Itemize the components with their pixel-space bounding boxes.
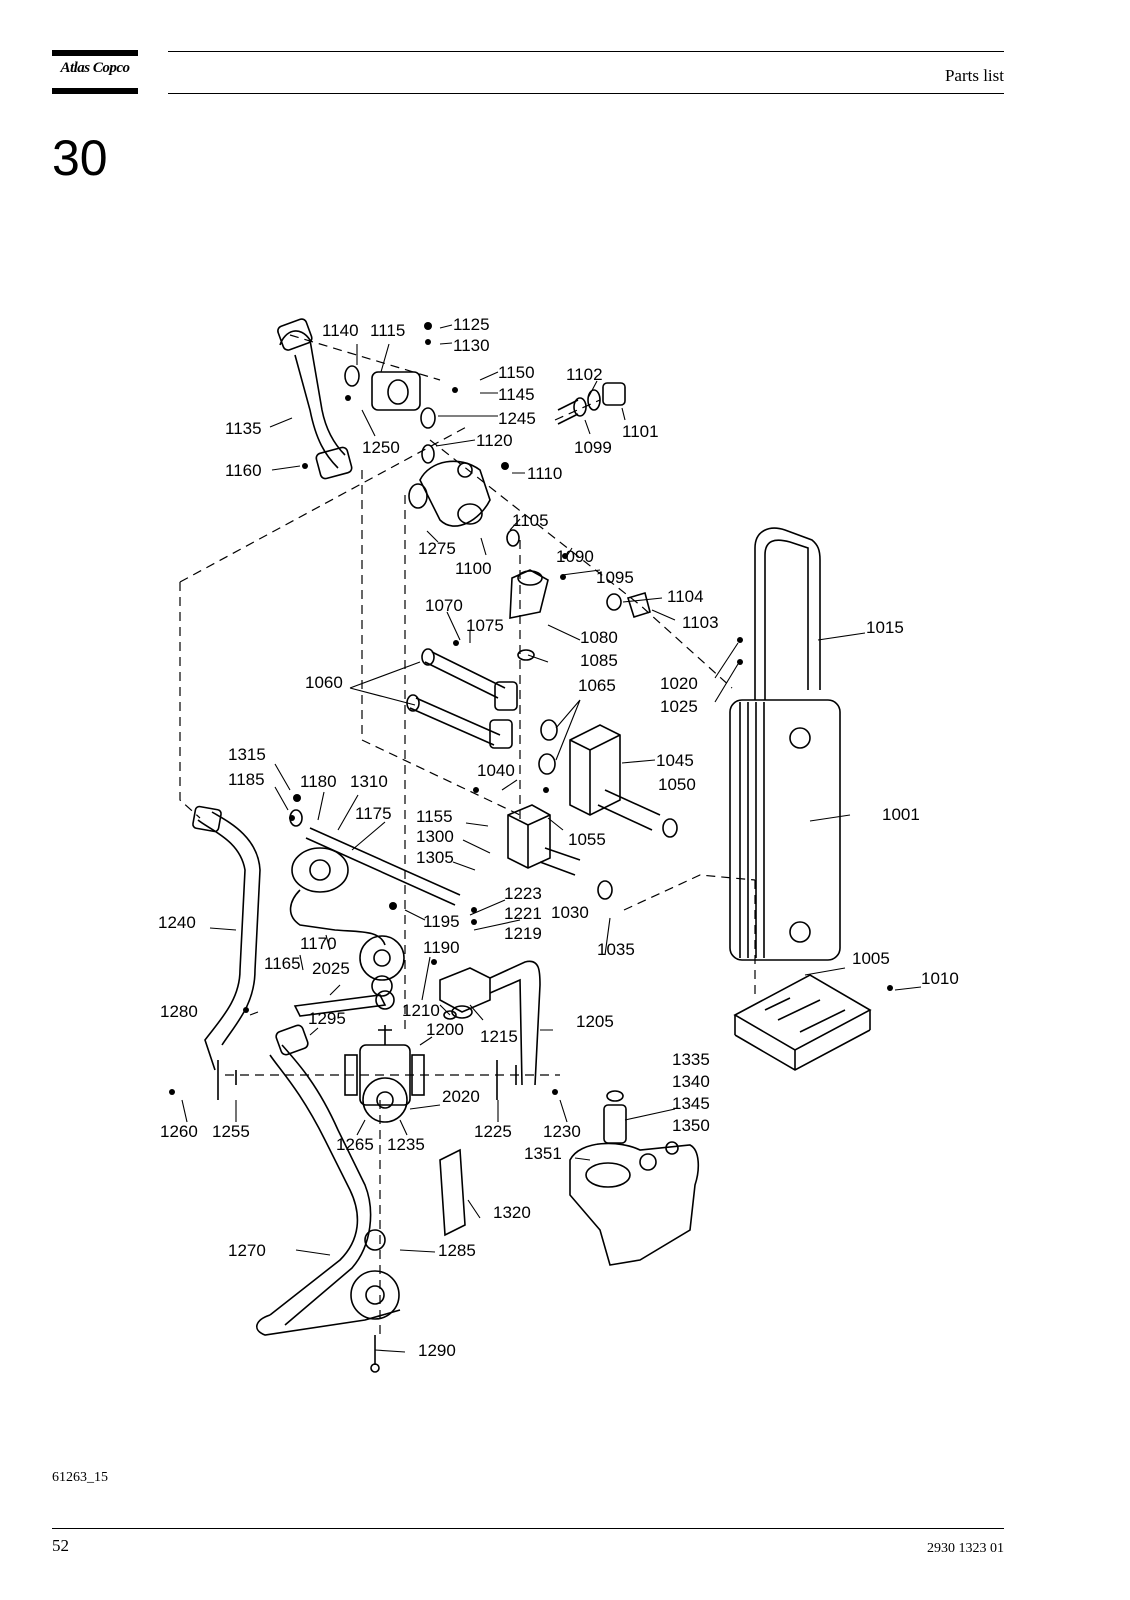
callout-label: 1245 (498, 409, 536, 428)
callout-label: 1270 (228, 1241, 266, 1260)
callout-label: 1110 (527, 464, 562, 483)
page-title: Parts list (944, 66, 1004, 85)
callout-label: 1185 (228, 770, 265, 789)
assembly-dash-lines (179, 334, 756, 1340)
callout-label: 1103 (682, 613, 719, 632)
callout-label: 1205 (576, 1012, 614, 1031)
callout-label: 1240 (158, 913, 196, 932)
callout-label: 1350 (672, 1116, 710, 1135)
callout-label: 2025 (312, 959, 350, 978)
page-number: 52 (52, 1536, 69, 1555)
callout-label: 1045 (656, 751, 694, 770)
callout-label: 1340 (672, 1072, 710, 1091)
callout-label: 1190 (423, 938, 460, 957)
callout-label: 1255 (212, 1122, 250, 1141)
callout-label: 1175 (355, 804, 392, 823)
callout-label: 1120 (476, 431, 513, 450)
callout-label: 1295 (308, 1009, 346, 1028)
callout-label: 1135 (225, 419, 262, 438)
callout-label: 1150 (498, 363, 535, 382)
callout-label: 1235 (387, 1135, 425, 1154)
callout-label: 1310 (350, 772, 388, 791)
logo-bar-top (52, 50, 138, 56)
callout-label: 1095 (596, 568, 634, 587)
callout-label: 1285 (438, 1241, 476, 1260)
callout-label: 1221 (504, 904, 542, 923)
callout-label: 1219 (504, 924, 542, 943)
callout-label: 1099 (574, 438, 612, 457)
callout-label: 1025 (660, 697, 698, 716)
callout-label: 1055 (568, 830, 606, 849)
callout-label: 1070 (425, 596, 463, 615)
callout-labels: 1140 1115 1125 1130 1150 1145 1102 1101 … (158, 315, 959, 1360)
callout-label: 1115 (370, 321, 405, 340)
callout-label: 1010 (921, 969, 959, 988)
callout-label: 1320 (493, 1203, 531, 1222)
section-number: 30 (52, 130, 108, 186)
callout-label: 1335 (672, 1050, 710, 1069)
callout-label: 1050 (658, 775, 696, 794)
callout-label: 1260 (160, 1122, 198, 1141)
header-rule-top (168, 51, 1004, 52)
callout-label: 1145 (498, 385, 535, 404)
callout-label: 1101 (622, 422, 659, 441)
callout-label: 1085 (580, 651, 618, 670)
callout-label: 1060 (305, 673, 343, 692)
callout-label: 1223 (504, 884, 542, 903)
callout-label: 1215 (480, 1027, 518, 1046)
callout-label: 1165 (264, 954, 301, 973)
callout-label: 1315 (228, 745, 266, 764)
callout-label: 1030 (551, 903, 589, 922)
callout-label: 1351 (524, 1144, 562, 1163)
callout-label: 1125 (453, 315, 490, 334)
callout-label: 1040 (477, 761, 515, 780)
callout-label: 1005 (852, 949, 890, 968)
callout-label: 1080 (580, 628, 618, 647)
callout-label: 1305 (416, 848, 454, 867)
callout-label: 1280 (160, 1002, 198, 1021)
atlas-copco-logo: Atlas Copco (52, 50, 138, 94)
callout-label: 1225 (474, 1122, 512, 1141)
callout-label: 1090 (556, 547, 594, 566)
callout-label: 1035 (597, 940, 635, 959)
callout-label: 1102 (566, 365, 603, 384)
callout-label: 1160 (225, 461, 262, 480)
drawing-lines (179, 318, 872, 1373)
callout-label: 1195 (423, 912, 460, 931)
callout-label: 1250 (362, 438, 400, 457)
callout-label: 1300 (416, 827, 454, 846)
callout-label: 1140 (322, 321, 359, 340)
callout-label: 1105 (512, 511, 549, 530)
callout-label: 1130 (453, 336, 490, 355)
callout-label: 1345 (672, 1094, 710, 1113)
callout-label: 1230 (543, 1122, 581, 1141)
callout-label: 1104 (667, 587, 704, 606)
callout-label: 1065 (578, 676, 616, 695)
footer-rule (52, 1528, 1004, 1529)
callout-label: 1100 (455, 559, 492, 578)
callout-label: 1290 (418, 1341, 456, 1360)
callout-label: 1075 (466, 616, 504, 635)
callout-label: 1210 (402, 1001, 440, 1020)
callout-label: 1275 (418, 539, 456, 558)
document-number: 2930 1323 01 (927, 1541, 1004, 1556)
callout-label: 1265 (336, 1135, 374, 1154)
figure-code: 61263_15 (52, 1470, 108, 1485)
callout-label: 1170 (300, 934, 337, 953)
callout-label: 1200 (426, 1020, 464, 1039)
bolt-markers (169, 322, 893, 1095)
logo-bar-bottom (52, 88, 138, 94)
callout-label: 1180 (300, 772, 337, 791)
callout-label: 1015 (866, 618, 904, 637)
leader-lines (181, 324, 922, 1353)
logo-text: Atlas Copco (60, 60, 130, 76)
callout-label: 1155 (416, 807, 453, 826)
callout-label: 2020 (442, 1087, 480, 1106)
header-rule-bottom (168, 93, 1004, 94)
callout-label: 1001 (882, 805, 920, 824)
callout-label: 1020 (660, 674, 698, 693)
